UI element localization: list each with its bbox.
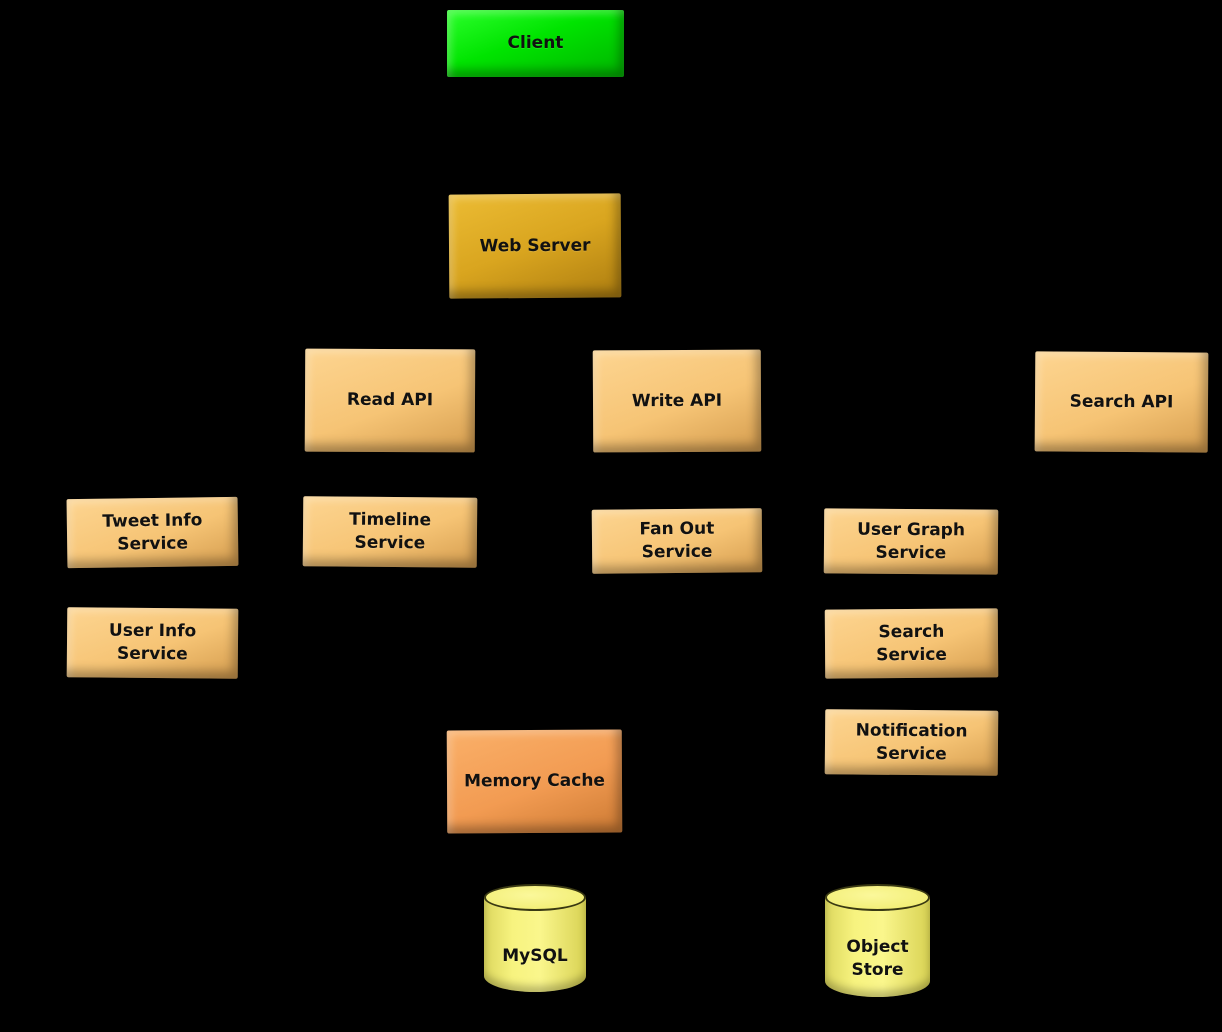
node-mysql-label: MySQL [502,945,568,966]
node-memory-cache-label: Memory Cache [463,770,605,792]
node-search-service-label: Search Service [876,621,947,665]
node-search-api: Search API [1034,351,1209,453]
node-fan-out-service-label: Fan Out Service [639,518,715,563]
node-user-graph-service-label: User Graph Service [857,519,966,563]
node-client: Client [447,10,624,77]
node-read-api: Read API [304,348,476,453]
node-search-api-label: Search API [1069,391,1174,412]
node-write-api-label: Write API [631,390,723,411]
node-read-api-label: Read API [346,389,434,411]
node-memory-cache: Memory Cache [446,729,623,834]
mysql-cylinder-top [484,884,586,911]
node-user-info-service: User Info Service [66,607,239,679]
node-user-graph-service: User Graph Service [823,508,999,575]
node-timeline-service: Timeline Service [302,496,478,568]
node-timeline-service-label: Timeline Service [349,509,432,554]
object-store-cylinder-body [825,897,930,997]
node-notification-service: Notification Service [824,709,999,776]
node-client-label: Client [507,33,564,54]
node-fan-out-service: Fan Out Service [591,508,763,574]
node-tweet-info-service-label: Tweet Info Service [102,509,203,554]
node-tweet-info-service: Tweet Info Service [66,496,239,569]
node-object-store: Object Store [825,884,930,997]
node-write-api: Write API [592,349,762,453]
object-store-cylinder-top [825,884,930,911]
mysql-cylinder-body [484,897,586,992]
node-notification-service-label: Notification Service [855,720,968,764]
node-web-server-label: Web Server [479,235,591,256]
node-object-store-label: Object Store [846,936,909,980]
node-user-info-service-label: User Info Service [108,620,197,665]
node-mysql: MySQL [484,884,586,992]
node-web-server: Web Server [448,193,622,299]
node-search-service: Search Service [824,608,999,679]
